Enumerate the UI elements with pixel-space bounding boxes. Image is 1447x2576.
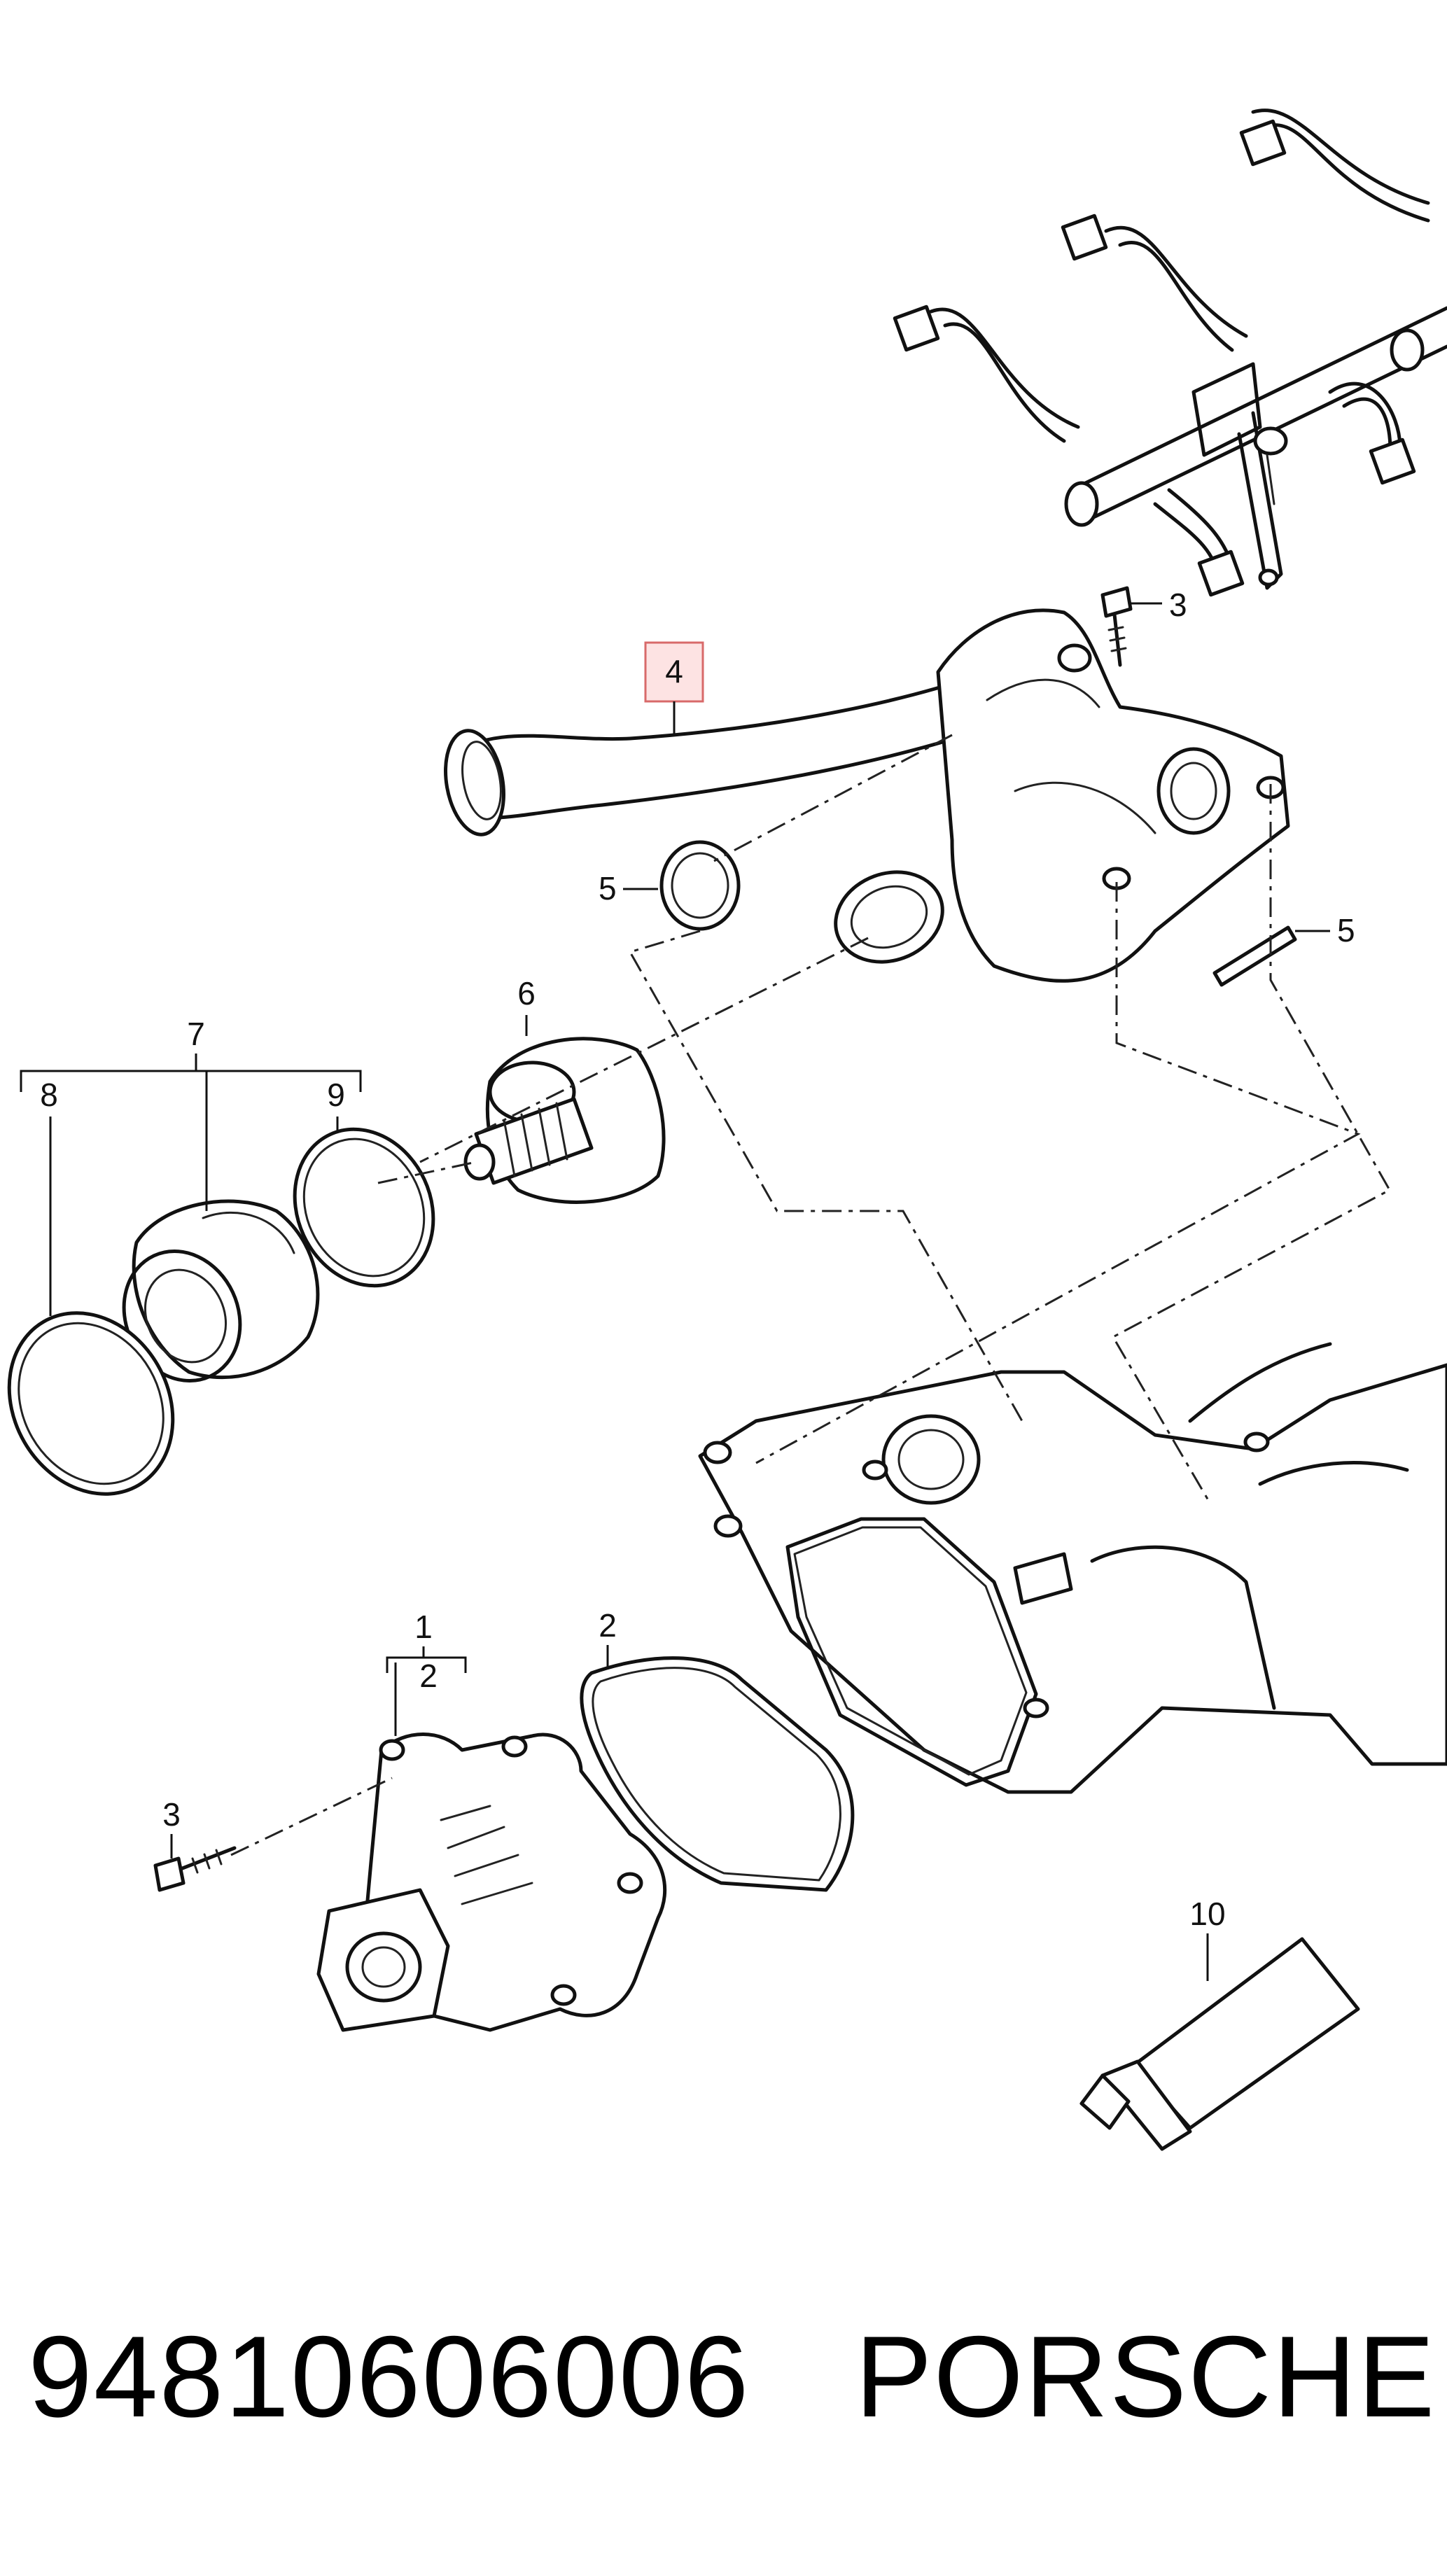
coolant-pipe — [444, 670, 1010, 836]
fuel-rail-assembly — [893, 108, 1447, 597]
callout-3-upper[interactable]: 3 — [1169, 587, 1187, 623]
callout-2-bracket[interactable]: 2 — [419, 1658, 438, 1694]
callout-2-gasket[interactable]: 2 — [599, 1607, 617, 1644]
housing-bolt — [1100, 586, 1133, 667]
flange-adapter — [122, 1199, 320, 1382]
retaining-clip — [659, 840, 741, 931]
brand-name: PORSCHE — [855, 2311, 1436, 2441]
callout-5-left[interactable]: 5 — [599, 870, 617, 906]
callout-5-right[interactable]: 5 — [1337, 912, 1355, 948]
callout-4[interactable]: 4 — [665, 653, 683, 690]
callout-9[interactable]: 9 — [327, 1077, 345, 1113]
callout-3-lower[interactable]: 3 — [162, 1796, 181, 1833]
footer-caption: 94810606006 PORSCHE — [28, 2312, 1434, 2441]
part-number: 94810606006 — [28, 2311, 750, 2441]
water-pump-bolt — [153, 1846, 237, 1892]
callouts: 4 3 5 5 6 7 8 9 1 2 2 3 — [20, 587, 1355, 1981]
assembly-lines — [230, 734, 1392, 1856]
callout-6[interactable]: 6 — [517, 975, 536, 1011]
callout-10[interactable]: 10 — [1189, 1896, 1225, 1932]
callout-1[interactable]: 1 — [414, 1609, 433, 1645]
o-ring-8 — [7, 1311, 175, 1496]
callout-8[interactable]: 8 — [40, 1077, 58, 1113]
seal-ring-9 — [293, 1127, 435, 1288]
dowel-pin — [1212, 925, 1297, 987]
callout-7[interactable]: 7 — [187, 1016, 205, 1052]
engine-block — [698, 1342, 1447, 1794]
thermostat — [463, 1037, 666, 1204]
water-pump-gasket — [580, 1656, 855, 1892]
water-pump — [316, 1732, 667, 2032]
sealant-tube — [1079, 1937, 1360, 2151]
thermostat-housing — [834, 608, 1290, 983]
callout-4-highlight — [644, 641, 704, 703]
